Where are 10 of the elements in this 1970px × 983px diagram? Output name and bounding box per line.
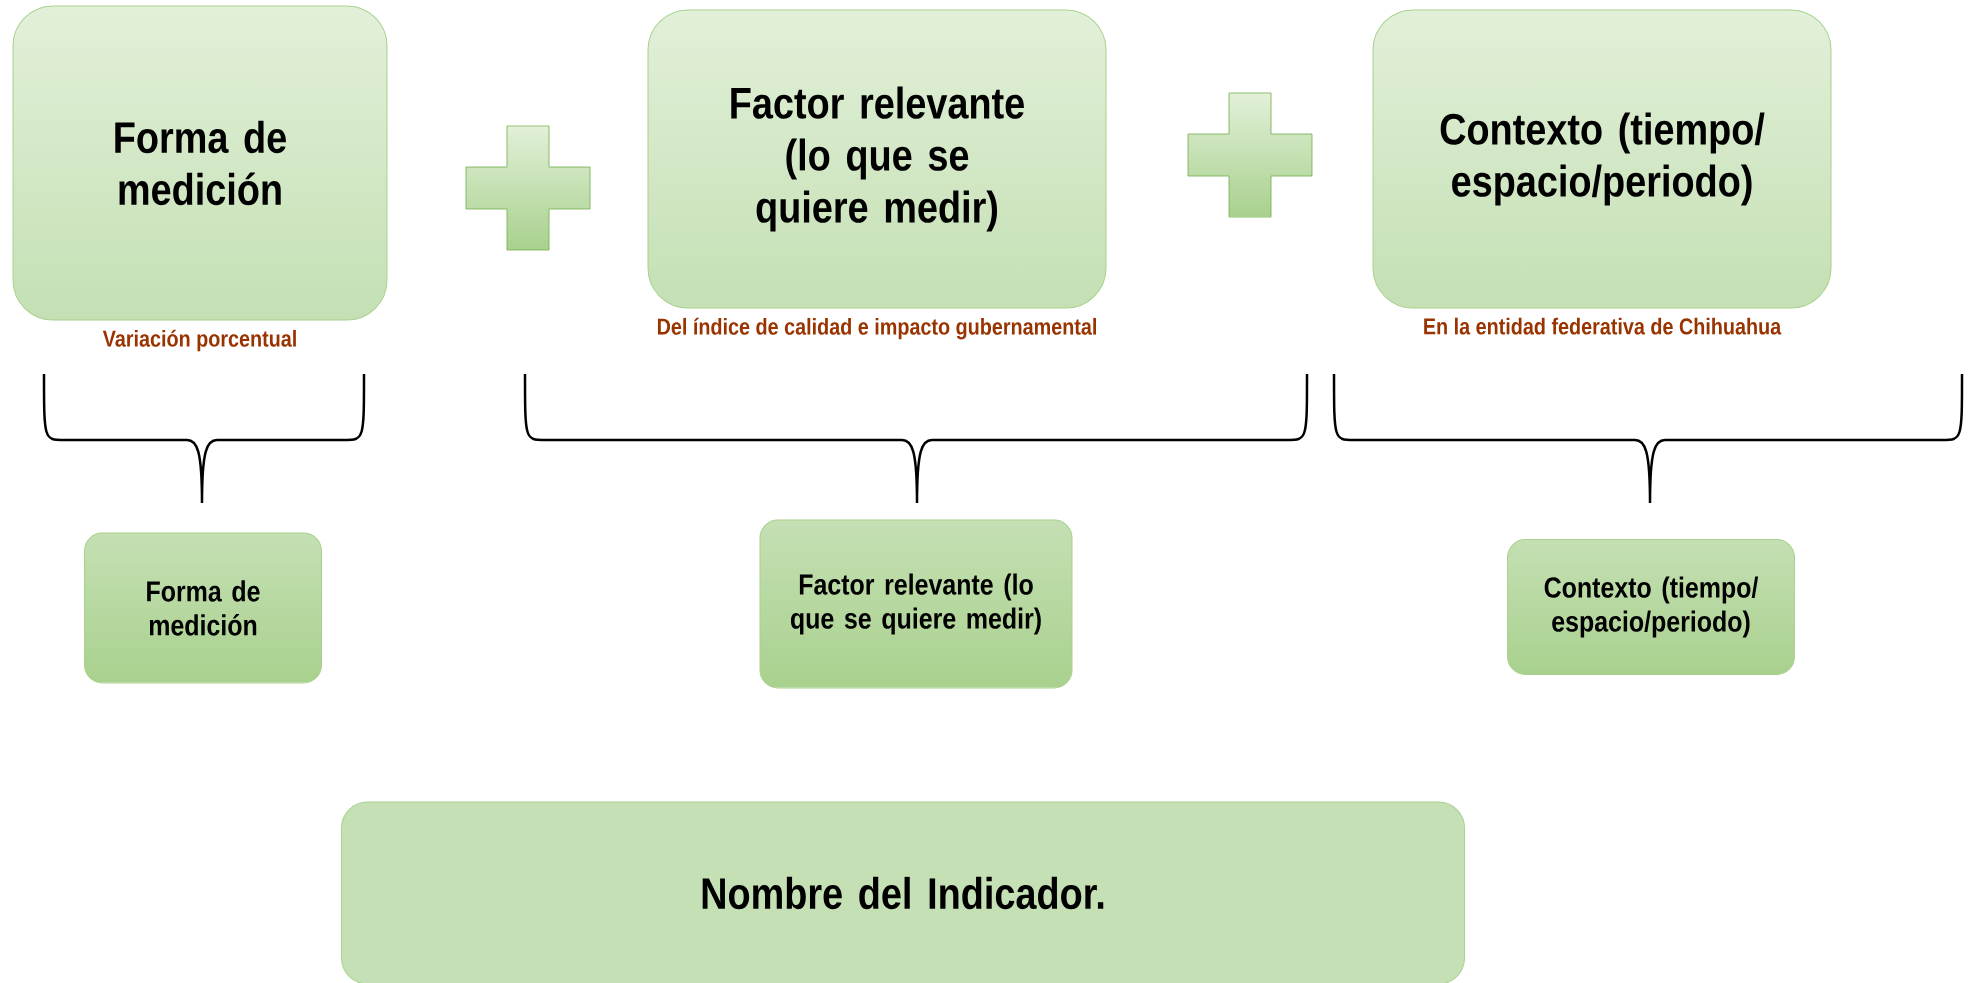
process-box: Contexto (tiempo/espacio/periodo) xyxy=(1372,9,1832,309)
node-label: Del índice de calidad e impacto gubernamental xyxy=(657,317,1096,340)
result-box: Nombre del Indicador. xyxy=(341,801,1465,983)
process-box: Contexto (tiempo/espacio/periodo) xyxy=(1507,539,1795,675)
process-box: Forma de medición xyxy=(12,5,388,321)
node-label: Variación porcentual xyxy=(102,329,296,352)
process-box: Factor relevante (lo que se quiere medir) xyxy=(647,9,1107,309)
node-label: En la entidad federativa de Chihuahua xyxy=(1424,317,1782,335)
process-box: Factor relevante (lo que se quiere medir) xyxy=(759,519,1073,689)
process-box: Forma de medición xyxy=(84,532,322,684)
